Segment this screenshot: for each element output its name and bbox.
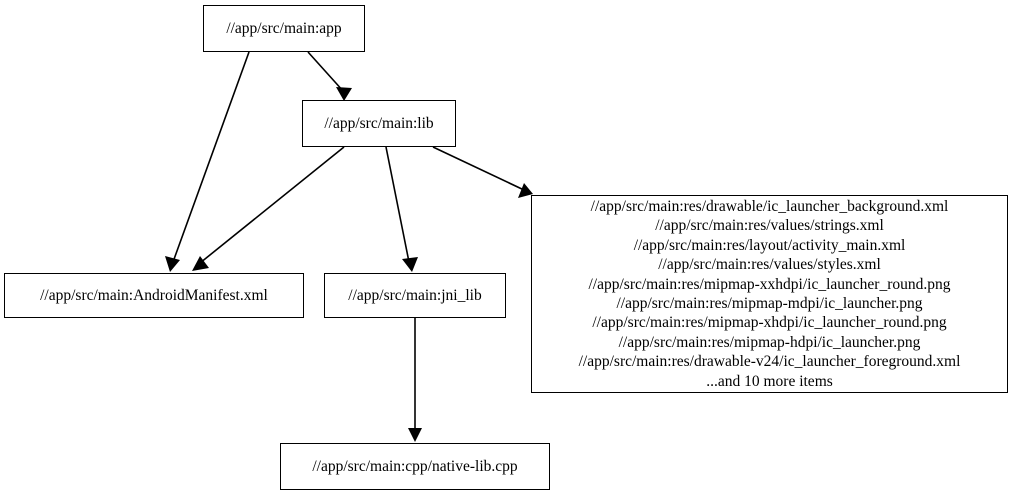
node-res-group-line-4: //app/src/main:res/mipmap-xxhdpi/ic_laun… bbox=[588, 275, 951, 293]
node-res-group[interactable]: //app/src/main:res/drawable/ic_launcher_… bbox=[531, 195, 1008, 393]
node-native-lib-cpp-label: //app/src/main:cpp/native-lib.cpp bbox=[312, 457, 518, 475]
node-res-group-line-7: //app/src/main:res/mipmap-hdpi/ic_launch… bbox=[618, 333, 921, 351]
node-res-group-line-3: //app/src/main:res/values/styles.xml bbox=[658, 256, 881, 274]
node-res-group-line-8: //app/src/main:res/drawable-v24/ic_launc… bbox=[578, 353, 961, 371]
edge-lib-to-res bbox=[432, 146, 533, 198]
node-res-group-line-9: ...and 10 more items bbox=[706, 372, 833, 390]
node-native-lib-cpp[interactable]: //app/src/main:cpp/native-lib.cpp bbox=[280, 443, 550, 490]
node-lib-label: //app/src/main:lib bbox=[324, 114, 434, 132]
node-res-group-line-0: //app/src/main:res/drawable/ic_launcher_… bbox=[590, 197, 949, 215]
node-lib[interactable]: //app/src/main:lib bbox=[302, 100, 456, 147]
node-android-manifest[interactable]: //app/src/main:AndroidManifest.xml bbox=[4, 273, 304, 318]
node-res-group-line-1: //app/src/main:res/values/strings.xml bbox=[655, 217, 884, 235]
node-app[interactable]: //app/src/main:app bbox=[203, 5, 365, 52]
node-res-group-label: //app/src/main:res/drawable/ic_launcher_… bbox=[532, 197, 1007, 392]
node-res-group-line-5: //app/src/main:res/mipmap-mdpi/ic_launch… bbox=[616, 295, 923, 312]
edge-jni-lib-to-native-lib bbox=[408, 318, 422, 442]
node-android-manifest-label: //app/src/main:AndroidManifest.xml bbox=[40, 286, 268, 304]
edge-lib-to-jni-lib bbox=[385, 146, 418, 272]
node-res-group-line-2: //app/src/main:res/layout/activity_main.… bbox=[633, 236, 906, 254]
node-res-group-line-6: //app/src/main:res/mipmap-xhdpi/ic_launc… bbox=[592, 314, 947, 332]
node-jni-lib[interactable]: //app/src/main:jni_lib bbox=[324, 273, 506, 318]
edge-app-to-manifest bbox=[165, 51, 250, 272]
edge-app-to-lib bbox=[307, 51, 352, 101]
node-jni-lib-label: //app/src/main:jni_lib bbox=[348, 286, 482, 304]
edge-lib-to-manifest bbox=[192, 146, 345, 271]
node-app-label: //app/src/main:app bbox=[226, 19, 342, 37]
